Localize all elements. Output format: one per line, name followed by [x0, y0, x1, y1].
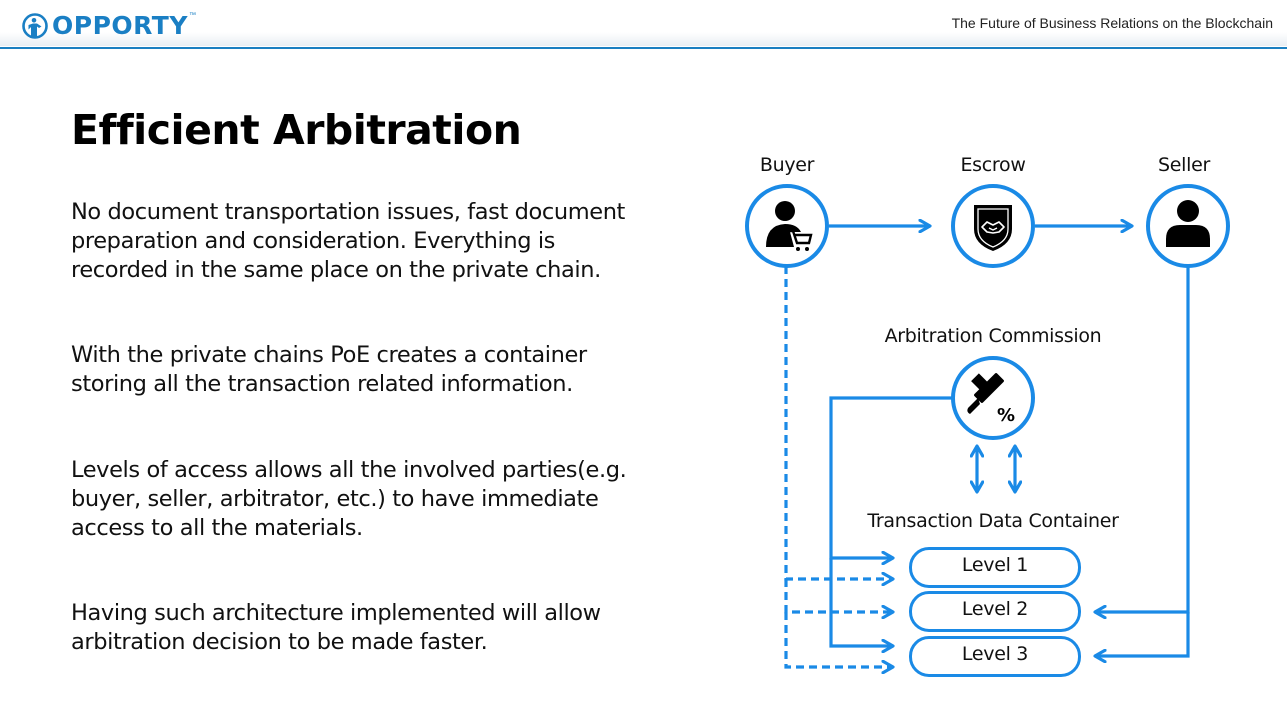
buyer-cart-icon — [766, 201, 813, 251]
connector-seller-level2 — [1095, 266, 1190, 612]
paragraph-document-handling: No document transportation issues, fast … — [71, 199, 625, 283]
svg-text:%: % — [997, 405, 1015, 426]
gavel-percent-icon: % — [967, 373, 1015, 426]
level-2-pill: Level 2 — [909, 591, 1081, 632]
page-title: Efficient Arbitration — [71, 106, 522, 154]
paragraph-access-levels: Levels of access allows all the involved… — [71, 457, 627, 541]
header-divider — [0, 47, 1287, 49]
level-1-label: Level 1 — [961, 553, 1029, 576]
node-label-escrow: Escrow — [960, 154, 1026, 176]
container-label: Transaction Data Container — [867, 510, 1119, 532]
connector-buyer-level3 — [784, 612, 893, 667]
trademark-mark: ™ — [188, 12, 196, 19]
tagline: The Future of Business Relations on the … — [951, 15, 1273, 31]
node-label-seller: Seller — [1157, 154, 1211, 176]
connector-buyer-level1 — [784, 266, 893, 579]
connector-arbitration-level1 — [829, 396, 952, 558]
brand-logo: OPPORTY ™ — [22, 10, 196, 42]
node-arbitration-commission: % — [951, 356, 1035, 440]
paragraph-faster-arbitration: Having such architecture implemented wil… — [71, 600, 601, 655]
node-label-buyer: Buyer — [759, 154, 815, 176]
connector-arbitration-level3 — [829, 558, 893, 646]
person-icon — [1166, 200, 1210, 247]
node-seller — [1146, 184, 1230, 268]
header-bar: OPPORTY ™ The Future of Business Relatio… — [0, 0, 1287, 46]
node-label-arbitration: Arbitration Commission — [884, 325, 1102, 347]
level-3-label: Level 3 — [961, 642, 1029, 665]
brand-name: OPPORTY — [52, 11, 188, 40]
node-buyer — [745, 184, 829, 268]
level-2-label: Level 2 — [961, 597, 1029, 620]
connector-buyer-level2 — [784, 579, 893, 612]
level-1-pill: Level 1 — [909, 547, 1081, 588]
level-3-pill: Level 3 — [909, 636, 1081, 677]
shield-handshake-icon — [974, 205, 1012, 251]
person-up-arrow-icon — [22, 13, 48, 39]
node-escrow — [951, 184, 1035, 268]
connector-seller-level3 — [1095, 612, 1190, 656]
paragraph-poe-container: With the private chains PoE creates a co… — [71, 342, 587, 397]
